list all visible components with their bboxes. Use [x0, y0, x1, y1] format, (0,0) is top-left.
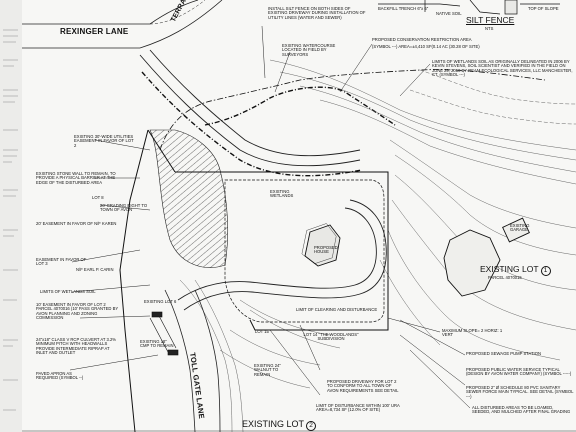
label-lot-8: LOT 8: [92, 195, 104, 200]
note-limit-disturbance: LIMIT OF DISTURBANCE WITHIN 100' URA ARE…: [316, 403, 400, 413]
existing-lot-1-number: 1: [540, 266, 551, 276]
note-proposed-driveway: PROPOSED DRIVEWAY FOR LOT 2 TO CONFORM T…: [327, 379, 399, 393]
terrace-drive-edges: [139, 0, 223, 49]
note-silt-fence-install: INSTALL SILT FENCE ON BOTH SIDES OF EXIS…: [268, 6, 366, 20]
note-existing-watercourse: EXISTING WATERCOURSE LOCATED IN FIELD BY…: [282, 43, 336, 57]
silt-fence-detail-scale: NTS: [485, 26, 494, 31]
existing-house-lot1: [443, 217, 530, 297]
label-existing-wetlands: EXISTING WETLANDS: [270, 189, 294, 199]
note-grading-right: 20' GRADING RIGHT TO TOWN OF AVON: [100, 203, 148, 213]
label-owner-carin: N/F EARL P. CARIN: [76, 267, 114, 272]
note-wetlands-soil: LIMITS OF WETLANDS SOIL: [40, 289, 96, 294]
note-stone-wall: EXISTING STONE WALL TO REMAIN, TO PROVID…: [36, 171, 116, 185]
existing-lot-1-text: EXISTING LOT: [480, 264, 539, 274]
note-walnut: EXISTING 24" WALNUT TO REMAIN: [254, 363, 281, 377]
silt-fence-detail-title: SILT FENCE: [466, 15, 515, 25]
note-sewage-pump: PROPOSED SEWAGE PUMP STATION: [466, 351, 541, 356]
label-limit-clearing: LIMIT OF CLEARING AND DISTURBANCE: [296, 307, 378, 312]
existing-lot-2-number: 2: [306, 421, 317, 431]
label-existing-lot-6: EXISTING LOT 6: [144, 299, 177, 304]
note-conservation-symbol: (SYMBOL ---) AREA=±4,410 SF(0.14 AC (30.…: [372, 44, 480, 49]
silt-fence-line: [141, 71, 396, 177]
note-disturbed-areas: ALL DISTURBED AREAS TO BE LOAMED, SEEDED…: [472, 405, 571, 415]
label-lot-15: LOT 15: [255, 329, 269, 334]
note-max-slope: MAXIMUM SLOPE= 2 HORIZ: 1 VERT: [442, 328, 503, 338]
rexinger-lane-edges: [22, 23, 150, 49]
proposed-driveway: [177, 199, 387, 311]
note-wetlands-limits: LIMITS OF WETLANDS SOIL AS ORIGINALLY DE…: [432, 59, 573, 78]
note-utilities-easement: EXISTING 30'-WIDE UTILITIES EASEMENT IN …: [74, 134, 134, 148]
existing-driveway: [139, 49, 361, 167]
note-water-service: PROPOSED PUBLIC WATER SERVICE TYPICAL (D…: [466, 367, 572, 377]
note-easement-lot2: 10' EASEMENT IN FAVOR OF LOT 2 PARCEL 40…: [36, 302, 119, 321]
top-of-slope-note: TOP OF SLOPE: [528, 6, 559, 11]
wetlands-delineation: [159, 69, 546, 151]
silt-fence-detail: [378, 0, 560, 15]
label-proposed-house: PROPOSED HOUSE: [314, 245, 338, 255]
note-paved-apron: PAVED APRON AS REQUIRED (SYMBOL --): [36, 371, 84, 381]
note-conservation-area: PROPOSED CONSERVATION RESTRICTION AREA: [372, 37, 472, 42]
proposed-house-footprint: [301, 223, 341, 267]
existing-lot-2-text: EXISTING LOT: [242, 419, 305, 429]
road-label-rexinger: REXINGER LANE: [60, 27, 129, 36]
note-sewer-force: PROPOSED 2" Ø SCHEDULE 80 PVC SANITARY S…: [466, 385, 574, 399]
left-sheet-strip: [0, 0, 22, 432]
label-existing-garage: EXISTING GARAGE: [510, 223, 530, 233]
contour-lines: [179, 59, 576, 432]
backfill-trench-note: BACKFILL TRENCH 6"x 6": [378, 6, 429, 11]
native-soil-note: NATIVE SOIL: [436, 11, 462, 16]
culvert-and-headwalls: [149, 311, 179, 356]
note-easement-favor: 20' EASEMENT IN FAVOR OF N/F KAREN: [36, 221, 117, 226]
existing-lot-1-parcel: PARCEL 4070015: [488, 275, 522, 280]
leader-lines: [69, 25, 471, 409]
lot-boundary: [119, 129, 389, 432]
left-sheet-text-lines: [3, 29, 18, 411]
label-lot-14: LOT 14 "THE WOODLANDS" SUBDIVISION: [303, 332, 359, 342]
note-culvert: 24"x18" CLASS V RCP CULVERT AT 3.2% MINI…: [36, 337, 117, 356]
limit-of-disturbance: [224, 179, 385, 323]
note-easement-lot3: EASEMENT IN FAVOR OF LOT 3: [36, 257, 87, 267]
note-existing-18-cmp: EXISTING 18" CMP TO REMAIN: [140, 339, 174, 349]
toll-gate-lane-edges: [164, 289, 221, 432]
